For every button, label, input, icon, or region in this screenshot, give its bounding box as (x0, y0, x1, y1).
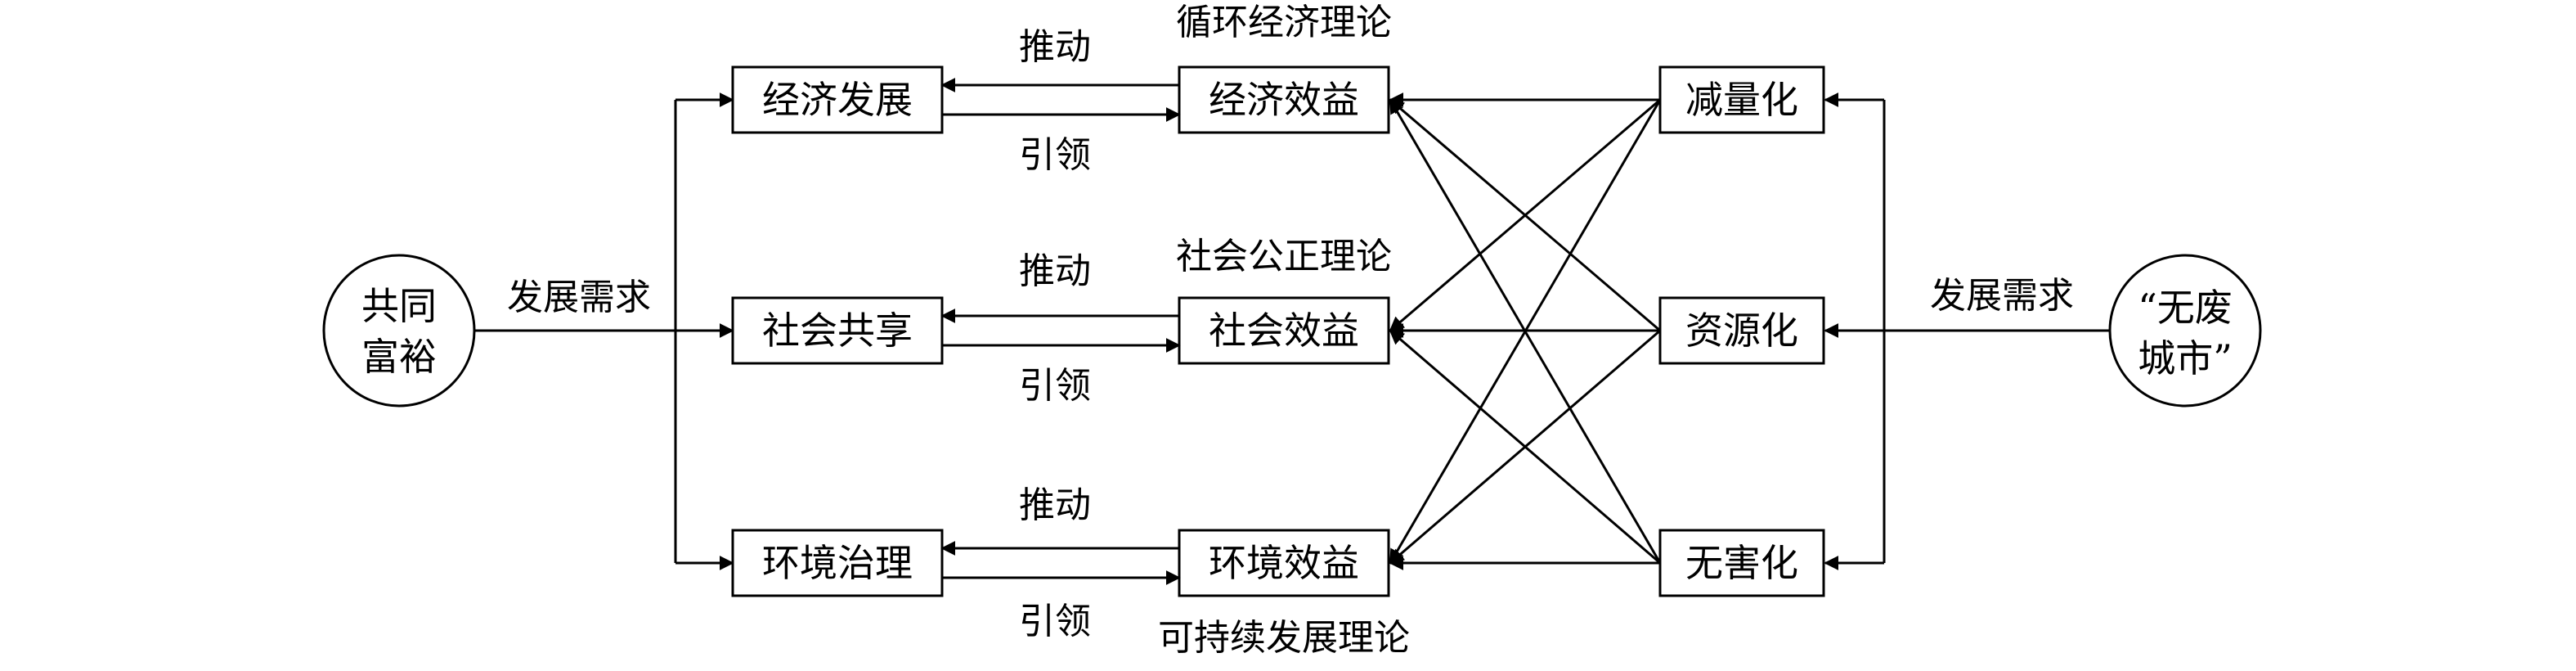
principle-label-3: 无害化 (1685, 541, 1798, 585)
goal-label-2: 社会共享 (762, 308, 913, 353)
push-label-3: 推动 (1019, 484, 1091, 526)
right-circle-node: “无废 城市” (2108, 254, 2262, 408)
benefit-box-1: 经济效益 (1178, 65, 1390, 134)
benefit-box-3: 环境效益 (1178, 529, 1390, 597)
theory-label-3: 可持续发展理论 (1158, 617, 1410, 659)
push-label-2: 推动 (1019, 250, 1091, 292)
left-flow-label: 发展需求 (507, 277, 651, 318)
link-principle-3-benefit-1 (1389, 98, 1662, 564)
cross-connections (1389, 92, 1662, 570)
principle-box-1: 减量化 (1658, 65, 1825, 134)
goal-label-3: 环境治理 (762, 541, 913, 585)
goal-box-1: 经济发展 (731, 65, 944, 134)
left-circle-line1: 共同 (361, 284, 437, 328)
theory-label-2: 社会公正理论 (1176, 236, 1392, 277)
left-circle-node: 共同 富裕 (322, 254, 476, 408)
benefit-label-2: 社会效益 (1209, 308, 1359, 353)
goal-label-1: 经济发展 (762, 78, 913, 122)
principle-box-3: 无害化 (1658, 529, 1825, 597)
goal-box-2: 社会共享 (731, 296, 944, 365)
link-principle-3-benefit-2 (1389, 329, 1661, 565)
theory-label-1: 循环经济理论 (1176, 2, 1392, 43)
benefit-label-3: 环境效益 (1209, 541, 1359, 585)
push-label-1: 推动 (1019, 26, 1091, 68)
left-circle-line2: 富裕 (361, 335, 437, 379)
principle-label-2: 资源化 (1685, 308, 1798, 353)
goal-box-3: 环境治理 (731, 529, 944, 597)
lead-label-1: 引领 (1019, 134, 1091, 176)
lead-label-3: 引领 (1019, 601, 1091, 642)
principle-label-1: 减量化 (1685, 78, 1798, 122)
benefit-box-2: 社会效益 (1178, 296, 1390, 365)
principle-box-2: 资源化 (1658, 296, 1825, 365)
benefit-label-1: 经济效益 (1209, 78, 1359, 122)
link-principle-2-benefit-1 (1389, 98, 1661, 332)
right-circle-line1: “无废 (2138, 286, 2233, 330)
right-flow-label: 发展需求 (1930, 275, 2074, 317)
right-circle-line2: 城市” (2138, 336, 2233, 381)
lead-label-2: 引领 (1019, 365, 1091, 407)
